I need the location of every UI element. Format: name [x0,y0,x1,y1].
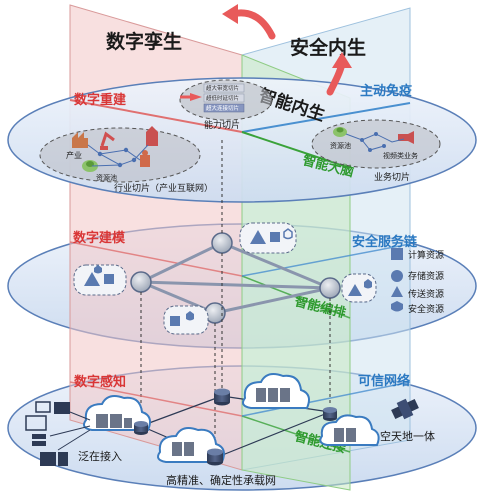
digital-reconstruction-label: 数字重建 [74,92,126,108]
right-resource-cloud [341,273,377,303]
twin-plane-bottom-cut [69,381,243,417]
curved-arrow-left-icon [222,4,276,40]
access-links [49,411,91,451]
security-service-chain-label: 安全服务链 [352,234,418,250]
compute-resource-icon [391,248,403,260]
router-icon-bottom [207,448,223,466]
security-plane-mid-cut [241,243,411,277]
left-resource-pool-label: 资源池 [96,173,117,182]
bottom-resource-cloud [163,305,209,335]
security-plane-cut-line [241,102,411,133]
digital-modeling-label: 数字建模 [73,230,126,246]
industry-label: 产业 [66,150,82,160]
video-service-label: 视频类业务 [383,151,418,160]
industry-slice-cluster [39,127,201,183]
left-resource-cloud [73,264,127,296]
security-resource-icon [391,301,403,312]
router-icon-left [134,421,148,435]
intel-plane-mid-cut [241,275,351,319]
digital-perception-label: 数字感知 [74,374,126,390]
industry-slice-caption: 行业切片（产业互联网） [114,182,213,194]
capability-slice-row-3: 超大连接切片 [206,104,239,112]
intelligence-plane-cut-line [241,131,351,169]
compute-resource-label: 计算资源 [408,249,444,261]
building-icon [146,126,158,146]
access-cloud [83,395,151,431]
business-slice-caption: 业务切片 [374,171,410,183]
machine-icon [140,150,150,167]
capability-slice-row-2: 超低时延切片 [206,94,239,102]
right-cloud [319,414,380,446]
terminal-devices [25,401,70,466]
router-icon-right [323,407,337,421]
transport-resource-icon [391,286,403,297]
capability-arrow-icon [180,93,202,101]
space-air-ground-label: 空天地一体 [380,429,435,443]
security-title: 安全内生 [290,36,366,59]
router-icon-top [214,388,230,406]
curved-arrow-up-icon [326,52,352,96]
transport-resource-label: 传送资源 [408,288,444,300]
ubiquitous-access-label: 泛在接入 [78,450,122,463]
business-nodes [360,132,386,152]
security-resource-label: 安全资源 [408,303,444,315]
factory-icon [72,132,88,148]
bearer-network-caption: 高精准、确定性承载网 [166,473,276,487]
top-resource-cloud [239,222,297,254]
satellite-icon [391,398,419,420]
orchestration-nodes [130,232,341,324]
storage-resource-icon [391,270,403,282]
capability-slice-caption: 能力切片 [204,119,240,131]
active-immunity-label: 主动免疫 [360,83,412,99]
video-service-icon [398,131,414,144]
security-plane-bottom-cut [241,381,411,417]
twin-plane-mid-cut [69,241,243,277]
trusted-network-label: 可信网络 [358,373,410,389]
digital-twin-title: 数字孪生 [106,30,182,53]
projection-lines [140,140,331,452]
capability-slice-rows [203,83,245,113]
core-cloud [242,373,310,409]
slice-nodes [97,147,137,168]
right-resource-pool-label: 资源池 [330,141,351,150]
capability-slice-row-1: 超大带宽切片 [206,84,239,92]
robot-arm-icon [100,131,115,150]
right-resource-pool-icon [333,127,347,137]
storage-resource-label: 存储资源 [408,270,444,282]
twin-plane-cut-line [69,99,243,133]
